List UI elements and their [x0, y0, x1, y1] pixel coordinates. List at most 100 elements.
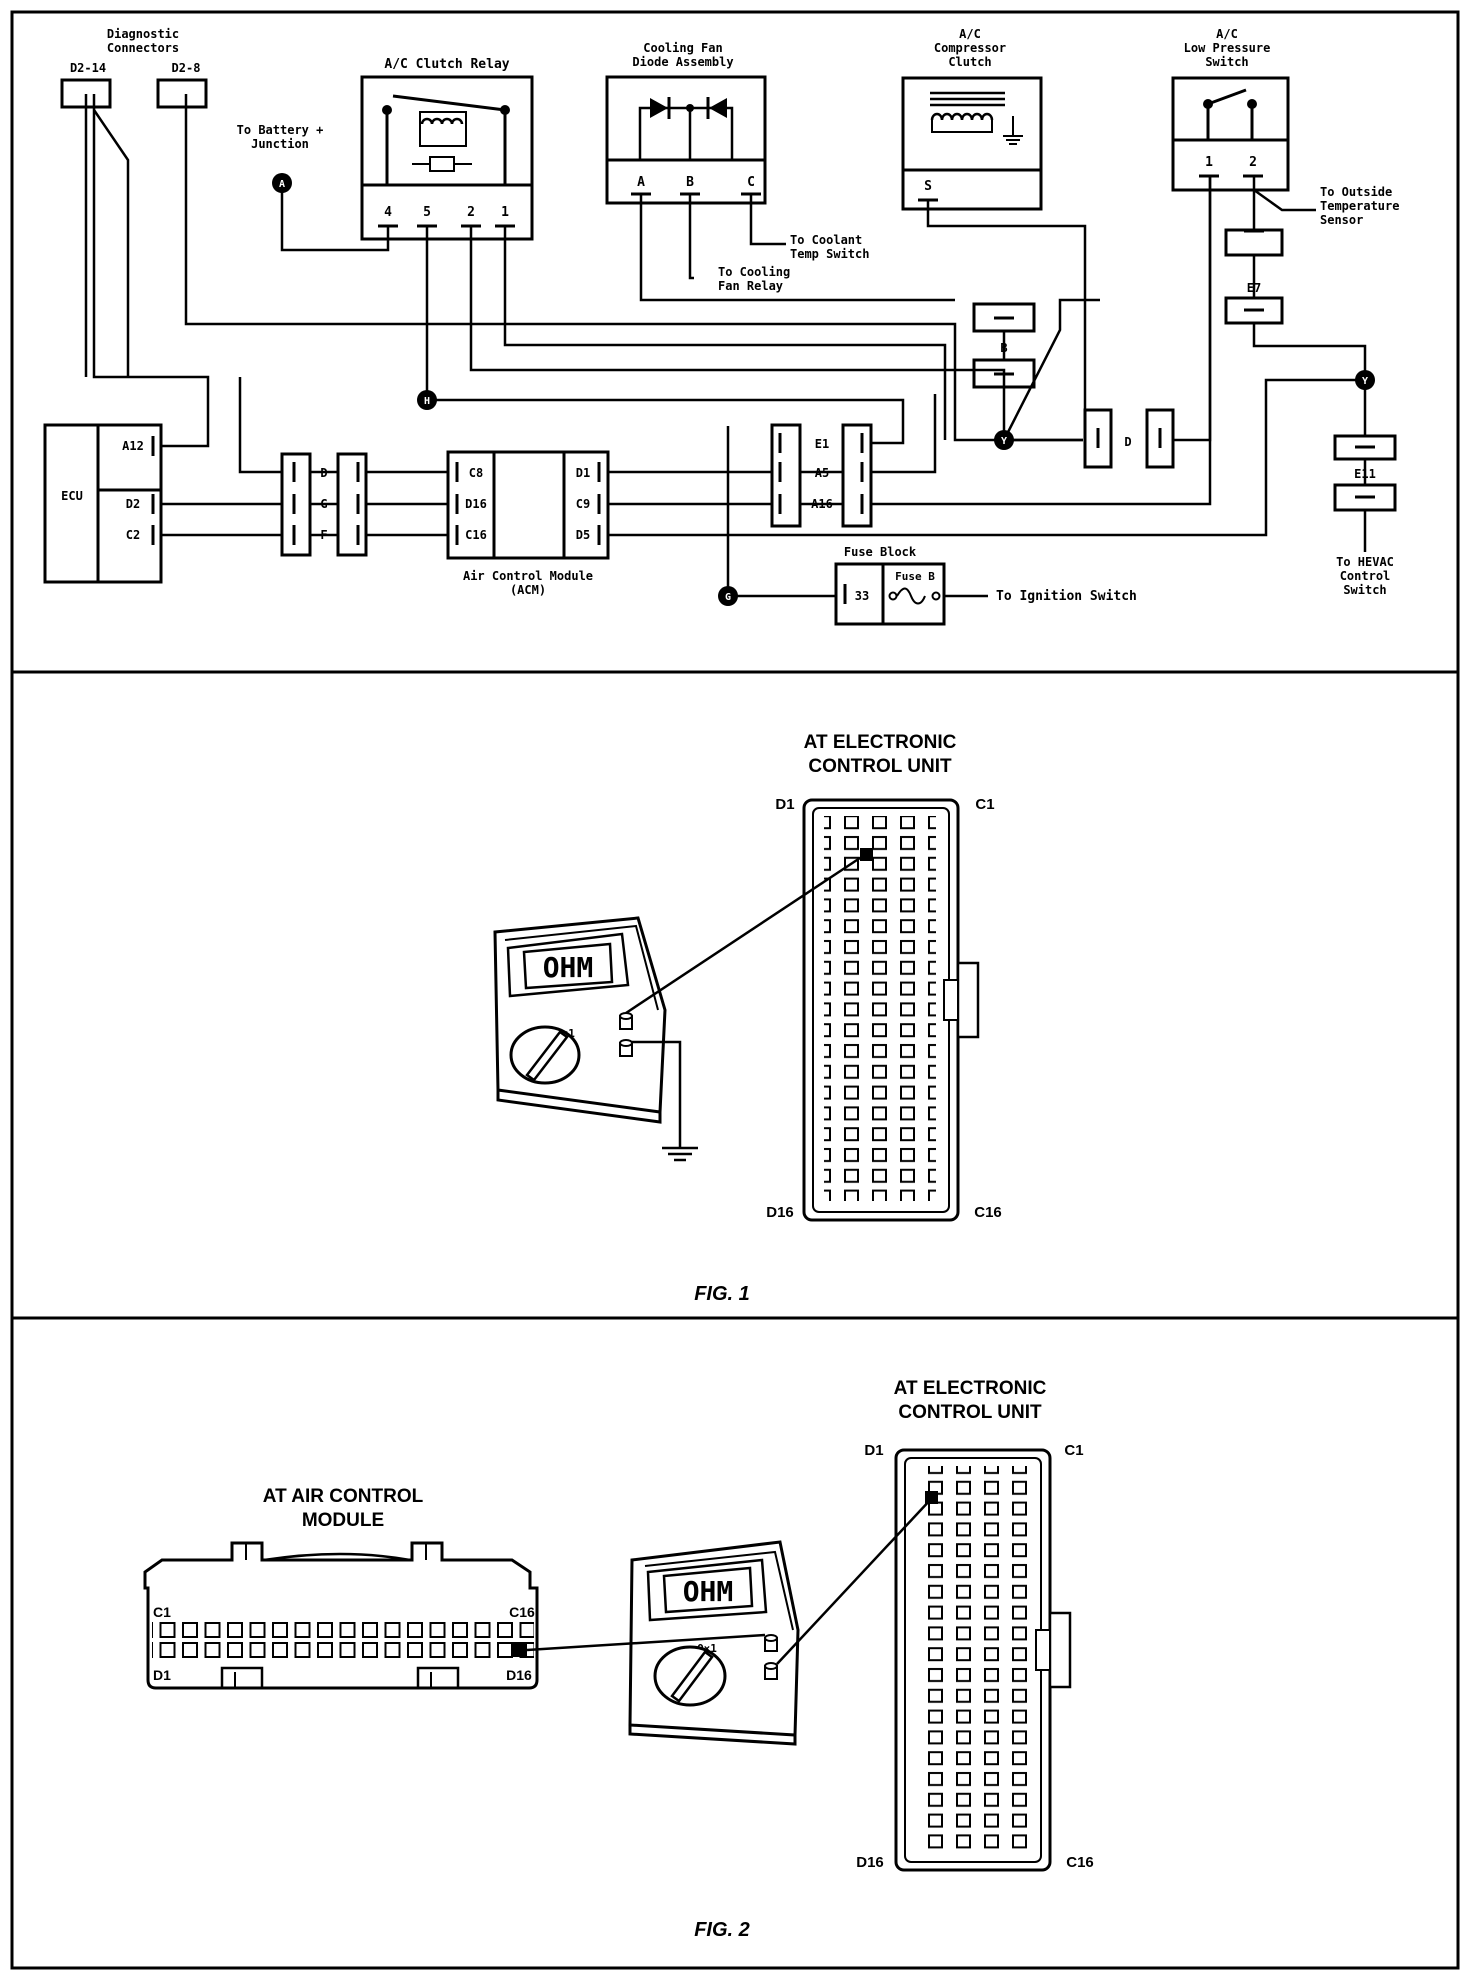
fig1-ohmmeter: OHM Ω×1: [493, 916, 667, 1124]
ecu-pin-d2: D2: [126, 497, 140, 511]
lps-title-2: Low Pressure: [1184, 41, 1271, 55]
cooling-label-1: To Cooling: [718, 265, 790, 279]
fig1-d16: D16: [766, 1204, 794, 1221]
fig1-d1: D1: [775, 796, 794, 813]
fig2-d16: D16: [856, 1854, 884, 1871]
fan-title-1: Cooling Fan: [643, 41, 722, 55]
battery-label-2: Junction: [251, 137, 309, 151]
diag-connector-2: [156, 78, 208, 109]
relay-pin-2: 2: [467, 205, 475, 220]
hevac-label-1: To HEVAC: [1336, 555, 1394, 569]
fig2-ecu-lead: [776, 1497, 933, 1665]
acm-title-1: Air Control Module: [463, 569, 593, 583]
acm-pin-d5: D5: [576, 528, 590, 542]
fig2-c16: C16: [1066, 1854, 1094, 1871]
fig1-c1: C1: [975, 796, 994, 813]
fig1-probe-lead: [625, 852, 867, 1015]
relay-pin-1: 1: [501, 205, 509, 220]
fan-title-2: Diode Assembly: [632, 55, 733, 69]
coolant-label-1: To Coolant: [790, 233, 862, 247]
air-control-module: C8 D16 C16 D1 C9 D5 Air Control Module (…: [446, 450, 610, 597]
fig2-c1: C1: [1064, 1442, 1083, 1459]
fig1-ground-lead: [632, 1040, 682, 1148]
diag-title-2: Connectors: [107, 41, 179, 55]
marker-y-1: Y: [1001, 436, 1007, 447]
ecu-block: ECU A12 D2 C2: [43, 423, 163, 584]
marker-a: A: [279, 179, 285, 190]
fig2-acm-title-1: AT AIR CONTROL: [263, 1486, 424, 1507]
right-pin-e1: E1: [815, 437, 829, 451]
fig2-probe-jack-bottom: [764, 1662, 778, 1680]
right-connector: E1 A5 A16: [770, 423, 873, 528]
marker-a-dot: [272, 173, 292, 193]
fig2-acm-c1: C1: [153, 1604, 171, 1620]
diag-pin-2: D2-8: [172, 61, 201, 75]
ecu-pin-a12: A12: [122, 439, 144, 453]
ac-low-pressure-switch: A/C Low Pressure Switch 1 2: [1171, 27, 1290, 192]
acm-title-2: (ACM): [510, 583, 546, 597]
battery-label-1: To Battery +: [237, 123, 324, 137]
fig1-caption: FIG. 1: [694, 1283, 750, 1305]
acm-pin-c9: C9: [576, 497, 590, 511]
fig2-acm-d1: D1: [153, 1667, 171, 1683]
ecu-pin-c2: C2: [126, 528, 140, 542]
lps-pin-1: 1: [1205, 155, 1213, 170]
fig2-acm-lead: [526, 1633, 766, 1652]
ground-icon: [662, 1146, 698, 1162]
fuse-block-title: Fuse Block: [844, 545, 917, 559]
diagnostic-connectors: Diagnostic Connectors D2-14 D2-8: [60, 27, 208, 109]
figure-1: AT ELECTRONIC CONTROL UNIT D1 C1 D16 C16…: [493, 732, 1002, 1305]
hevac-label-2: Control: [1340, 569, 1391, 583]
fig2-acm-c16: C16: [509, 1604, 535, 1620]
marker-y-dot-1: [994, 430, 1014, 450]
fig1-probe-jack-top: [619, 1012, 633, 1030]
relay-pin-5: 5: [423, 205, 431, 220]
relay-pin-4: 4: [384, 205, 392, 220]
comp-pin-s: S: [924, 179, 932, 194]
fuse-pin-33: 33: [855, 589, 869, 603]
fig1-c16: C16: [974, 1204, 1002, 1221]
wiring-diagram: Diagnostic Connectors D2-14 D2-8 A/C Clu…: [43, 27, 1399, 626]
fig2-meter-display: OHM: [683, 1575, 734, 1608]
junction-markers: A H G Y Y: [272, 173, 1375, 606]
lps-title-1: A/C: [1216, 27, 1238, 41]
fig1-ecu-connector: [802, 798, 980, 1222]
hevac-label-3: Switch: [1343, 583, 1386, 597]
marker-g: G: [725, 592, 731, 603]
panel-frames: [10, 10, 1460, 1970]
acm-pin-c8: C8: [469, 466, 483, 480]
ecu-label: ECU: [61, 489, 83, 503]
fig2-d1: D1: [864, 1442, 883, 1459]
acm-pin-d16: D16: [465, 497, 487, 511]
acm-pin-d1: D1: [576, 466, 590, 480]
diag-pin-1: D2-14: [70, 61, 106, 75]
fan-pin-a: A: [637, 175, 645, 190]
outside-label-3: Sensor: [1320, 213, 1363, 227]
ignition-label: To Ignition Switch: [996, 589, 1137, 604]
ac-clutch-relay: A/C Clutch Relay 4 5 2 1: [360, 57, 534, 241]
fig2-title-1: AT ELECTRONIC: [894, 1378, 1047, 1399]
marker-g-dot: [718, 586, 738, 606]
small-connectors: [972, 228, 1397, 512]
fig2-probe-jack-top: [764, 1634, 778, 1652]
figure-2: AT ELECTRONIC CONTROL UNIT D1 C1 D16 C16…: [143, 1378, 1094, 1941]
relay-title: A/C Clutch Relay: [384, 57, 509, 72]
fan-pin-c: C: [747, 175, 755, 190]
fan-pin-b: B: [686, 175, 694, 190]
lps-title-3: Switch: [1205, 55, 1248, 69]
outside-label-1: To Outside: [1320, 185, 1392, 199]
fig1-meter-display: OHM: [543, 951, 594, 984]
fuse-block: Fuse Block 33 Fuse B: [834, 545, 946, 626]
fuse-b-label: Fuse B: [895, 570, 935, 583]
fig2-ecu-connector: [894, 1448, 1072, 1872]
marker-y-2: Y: [1362, 376, 1368, 387]
fig1-title-2: CONTROL UNIT: [808, 756, 952, 777]
cooling-fan-diode-assembly: Cooling Fan Diode Assembly A B C: [605, 41, 767, 205]
cooling-label-2: Fan Relay: [718, 279, 783, 293]
comp-title-2: Compressor: [934, 41, 1006, 55]
comp-title-1: A/C: [959, 27, 981, 41]
marker-h: H: [424, 396, 430, 407]
fig2-acm-title-2: MODULE: [302, 1510, 384, 1531]
ac-compressor-clutch: A/C Compressor Clutch S: [901, 27, 1043, 211]
